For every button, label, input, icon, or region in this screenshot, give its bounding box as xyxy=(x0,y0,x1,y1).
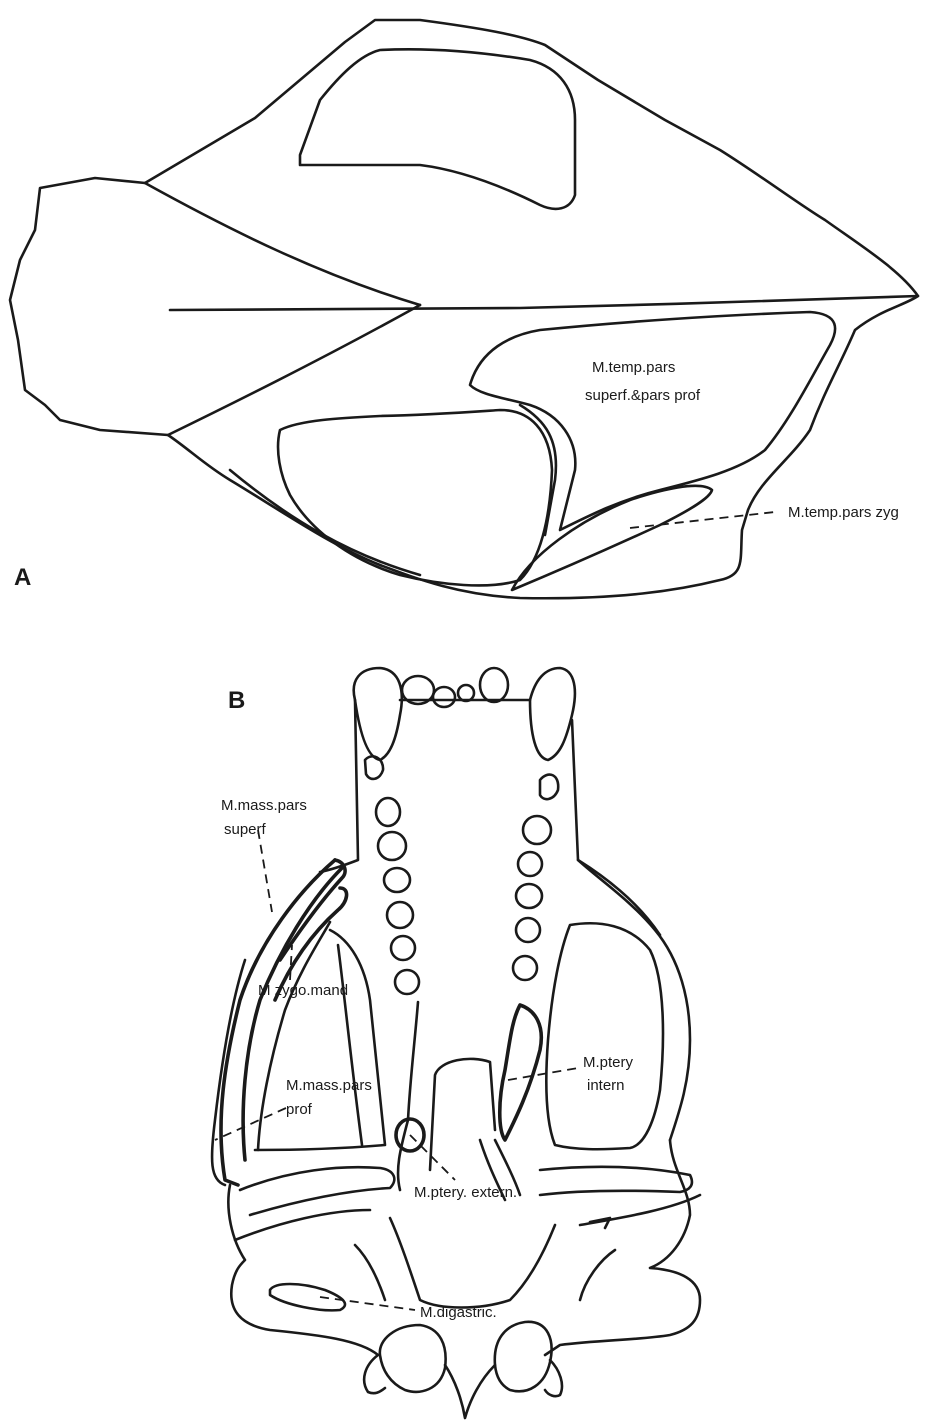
right-fossa xyxy=(546,923,663,1149)
leader-mass-superf xyxy=(258,830,272,912)
max-tooth-l2 xyxy=(376,798,400,826)
panel-a-skull-lateral xyxy=(10,20,918,598)
basi-line-left xyxy=(355,1245,385,1300)
zygo-mand-line xyxy=(338,945,362,1145)
basi-bottom-line-right xyxy=(545,1360,562,1396)
max-tooth-l5 xyxy=(387,902,413,928)
pterygoid-right xyxy=(500,1005,542,1140)
label-ptery-intern-1: M.ptery xyxy=(583,1054,634,1071)
panel-b-letter: B xyxy=(228,687,245,714)
central-line-left xyxy=(398,1002,418,1190)
leader-zygo-mand xyxy=(290,945,292,980)
label-temp-pars-2: superf.&pars prof xyxy=(585,387,701,404)
label-digastric: M.digastric. xyxy=(420,1304,497,1321)
max-tooth-l7 xyxy=(395,970,419,994)
foramen-bottom xyxy=(445,1365,495,1418)
left-fossa xyxy=(255,930,385,1150)
label-temp-pars-zyg: M.temp.pars zyg xyxy=(788,504,899,521)
label-ptery-intern-2: intern xyxy=(587,1077,625,1094)
incisor-right xyxy=(530,668,575,760)
front-tooth-4 xyxy=(480,668,508,702)
max-tooth-r5 xyxy=(516,918,540,942)
max-tooth-r1 xyxy=(540,775,558,800)
front-tooth-3 xyxy=(458,685,474,701)
max-tooth-r3 xyxy=(518,852,542,876)
zygomatic-arch xyxy=(145,183,420,305)
max-tooth-l3 xyxy=(378,832,406,860)
snout-outline xyxy=(320,700,358,872)
skull-lower-outline-right xyxy=(545,1140,700,1355)
temporal-fossa xyxy=(470,312,835,530)
max-tooth-r4 xyxy=(516,884,542,908)
label-zygo-mand: M zygo.mand xyxy=(258,982,348,999)
posterior-arch-right xyxy=(540,1167,692,1195)
basi-line-center xyxy=(390,1218,555,1308)
posterior-arch-left xyxy=(240,1167,394,1215)
label-ptery-extern: M.ptery. extern. xyxy=(414,1184,517,1201)
fossa-inner-line xyxy=(520,405,556,535)
max-tooth-r6 xyxy=(513,956,537,980)
label-temp-pars-1: M.temp.pars xyxy=(592,359,675,376)
label-mass-prof-2: prof xyxy=(286,1101,313,1118)
occipital-condyle-left xyxy=(380,1325,446,1392)
cranial-line xyxy=(170,296,918,310)
max-tooth-l1 xyxy=(365,756,383,779)
label-mass-prof-1: M.mass.pars xyxy=(286,1077,372,1094)
max-tooth-r2 xyxy=(523,816,551,844)
leader-mass-prof xyxy=(215,1108,286,1140)
digastric-muscle xyxy=(270,1284,345,1310)
occipital-condyle-right xyxy=(495,1322,552,1391)
max-tooth-l4 xyxy=(384,868,410,892)
leader-temp-zyg xyxy=(630,512,775,528)
incisor-left xyxy=(354,668,402,760)
basi-line-right xyxy=(580,1250,615,1300)
label-mass-superf-1: M.mass.pars xyxy=(221,797,307,814)
masseter-outer xyxy=(212,960,245,1185)
lower-orbit xyxy=(278,410,552,585)
max-tooth-l6 xyxy=(391,936,415,960)
label-mass-superf-2: superf xyxy=(224,821,267,838)
leader-ptery-intern xyxy=(508,1068,578,1080)
leader-digastric xyxy=(320,1297,415,1310)
lower-arch-contour xyxy=(230,470,420,575)
panel-a-letter: A xyxy=(14,564,31,591)
front-tooth-2 xyxy=(433,687,455,707)
upper-fenestra xyxy=(300,49,575,209)
